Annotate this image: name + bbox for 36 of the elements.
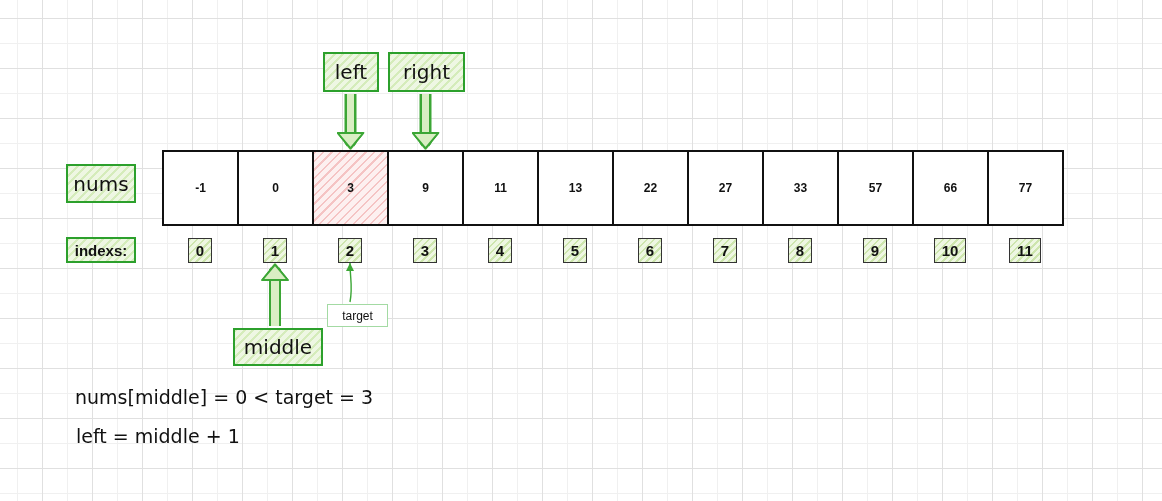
- array-cell: -1: [162, 150, 239, 226]
- block-arrow: [336, 94, 365, 150]
- index-box: 0: [188, 238, 212, 263]
- index-box: 2: [338, 238, 362, 263]
- index-box: 6: [638, 238, 662, 263]
- pointer-label: left: [323, 52, 379, 92]
- array-cell: 57: [837, 150, 914, 226]
- index-box: 10: [934, 238, 966, 263]
- equation-text: nums[middle] = 0 < target = 3: [75, 386, 374, 408]
- array-cell: 0: [237, 150, 314, 226]
- array-cell: 66: [912, 150, 989, 226]
- array-cell: 27: [687, 150, 764, 226]
- index-box: 3: [413, 238, 437, 263]
- highlighted-cell: 3: [312, 150, 389, 226]
- index-box: 5: [563, 238, 587, 263]
- row-label: indexs:: [66, 237, 136, 263]
- index-box: 1: [263, 238, 287, 263]
- index-box: 4: [488, 238, 512, 263]
- block-arrow: [261, 263, 289, 326]
- array-cell: 9: [387, 150, 464, 226]
- equation-text: left = middle + 1: [76, 425, 240, 447]
- index-box: 11: [1009, 238, 1041, 263]
- pointer-label: right: [388, 52, 465, 92]
- arrow: [346, 262, 355, 303]
- pointer-label: middle: [233, 328, 323, 366]
- row-label: nums: [66, 164, 136, 203]
- annotation-box: target: [327, 304, 388, 327]
- index-box: 9: [863, 238, 887, 263]
- array-cell: 13: [537, 150, 614, 226]
- array-cell: 33: [762, 150, 839, 226]
- array-cell: 11: [462, 150, 539, 226]
- block-arrow: [411, 94, 440, 150]
- index-box: 8: [788, 238, 812, 263]
- array-cell: 22: [612, 150, 689, 226]
- index-box: 7: [713, 238, 737, 263]
- array-cell: 77: [987, 150, 1064, 226]
